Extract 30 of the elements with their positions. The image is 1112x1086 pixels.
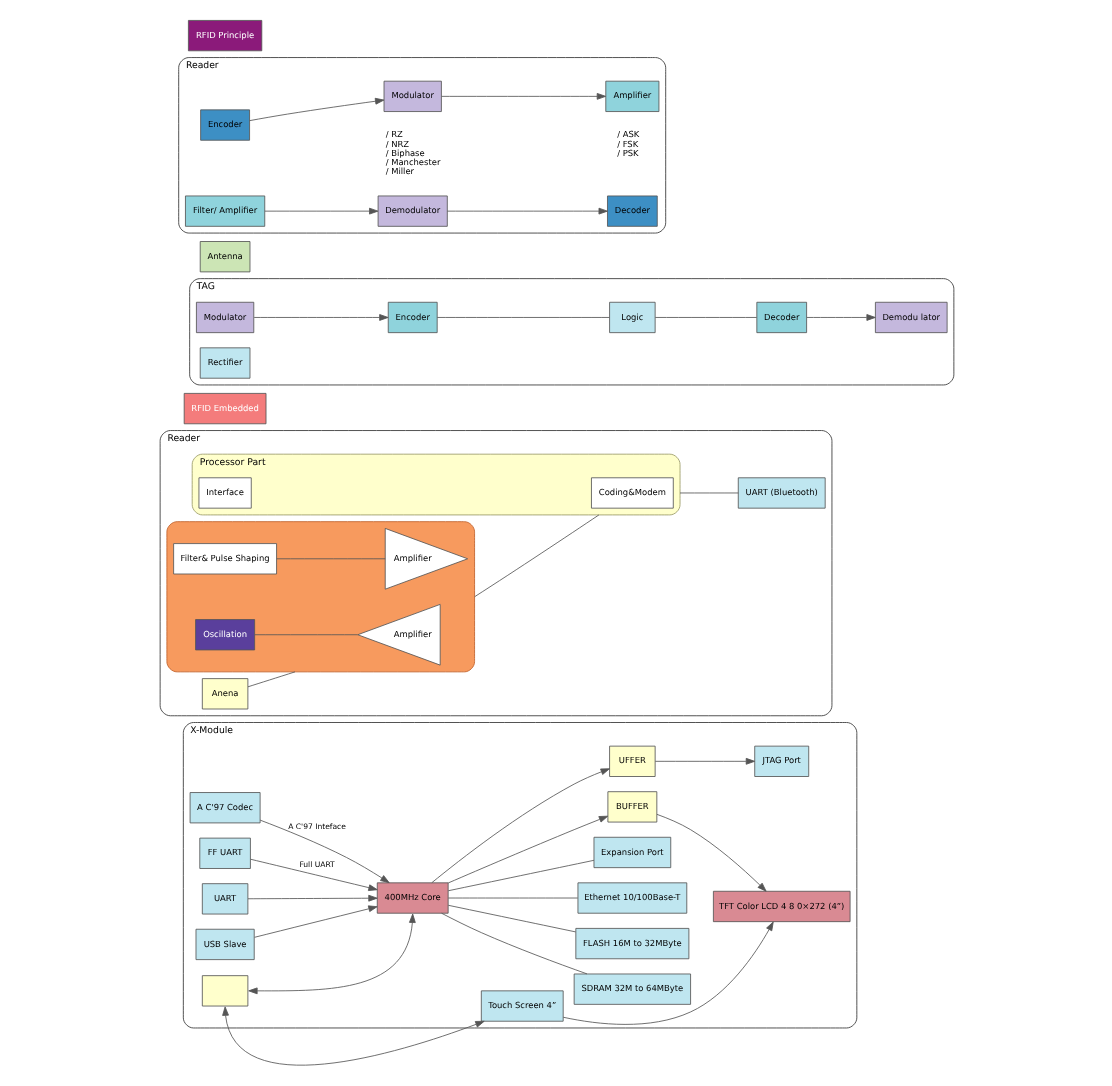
connector [246, 671, 295, 688]
arrow [430, 768, 609, 884]
connector [440, 912, 587, 975]
arrow [253, 905, 377, 938]
arrow [561, 921, 773, 1025]
cluster [165, 521, 474, 673]
connector [446, 904, 576, 933]
connector [678, 492, 738, 494]
arrow [247, 913, 415, 995]
arrow [655, 813, 766, 892]
arrow [446, 815, 608, 884]
connector [446, 859, 594, 892]
arrow [445, 207, 607, 215]
arrow [252, 314, 388, 321]
arrow [258, 819, 389, 884]
arrow [248, 97, 384, 122]
arrow [653, 757, 755, 765]
arrow [263, 207, 378, 215]
connector [275, 558, 385, 560]
node-box [200, 975, 248, 1007]
connector [473, 514, 599, 598]
connector [446, 897, 578, 899]
connector [253, 634, 357, 636]
arrow [246, 894, 377, 902]
connector [435, 317, 609, 318]
connector [653, 317, 757, 318]
arrow [249, 858, 377, 891]
arrow [221, 1006, 484, 1066]
arrow [440, 93, 606, 100]
arrow [805, 314, 875, 321]
